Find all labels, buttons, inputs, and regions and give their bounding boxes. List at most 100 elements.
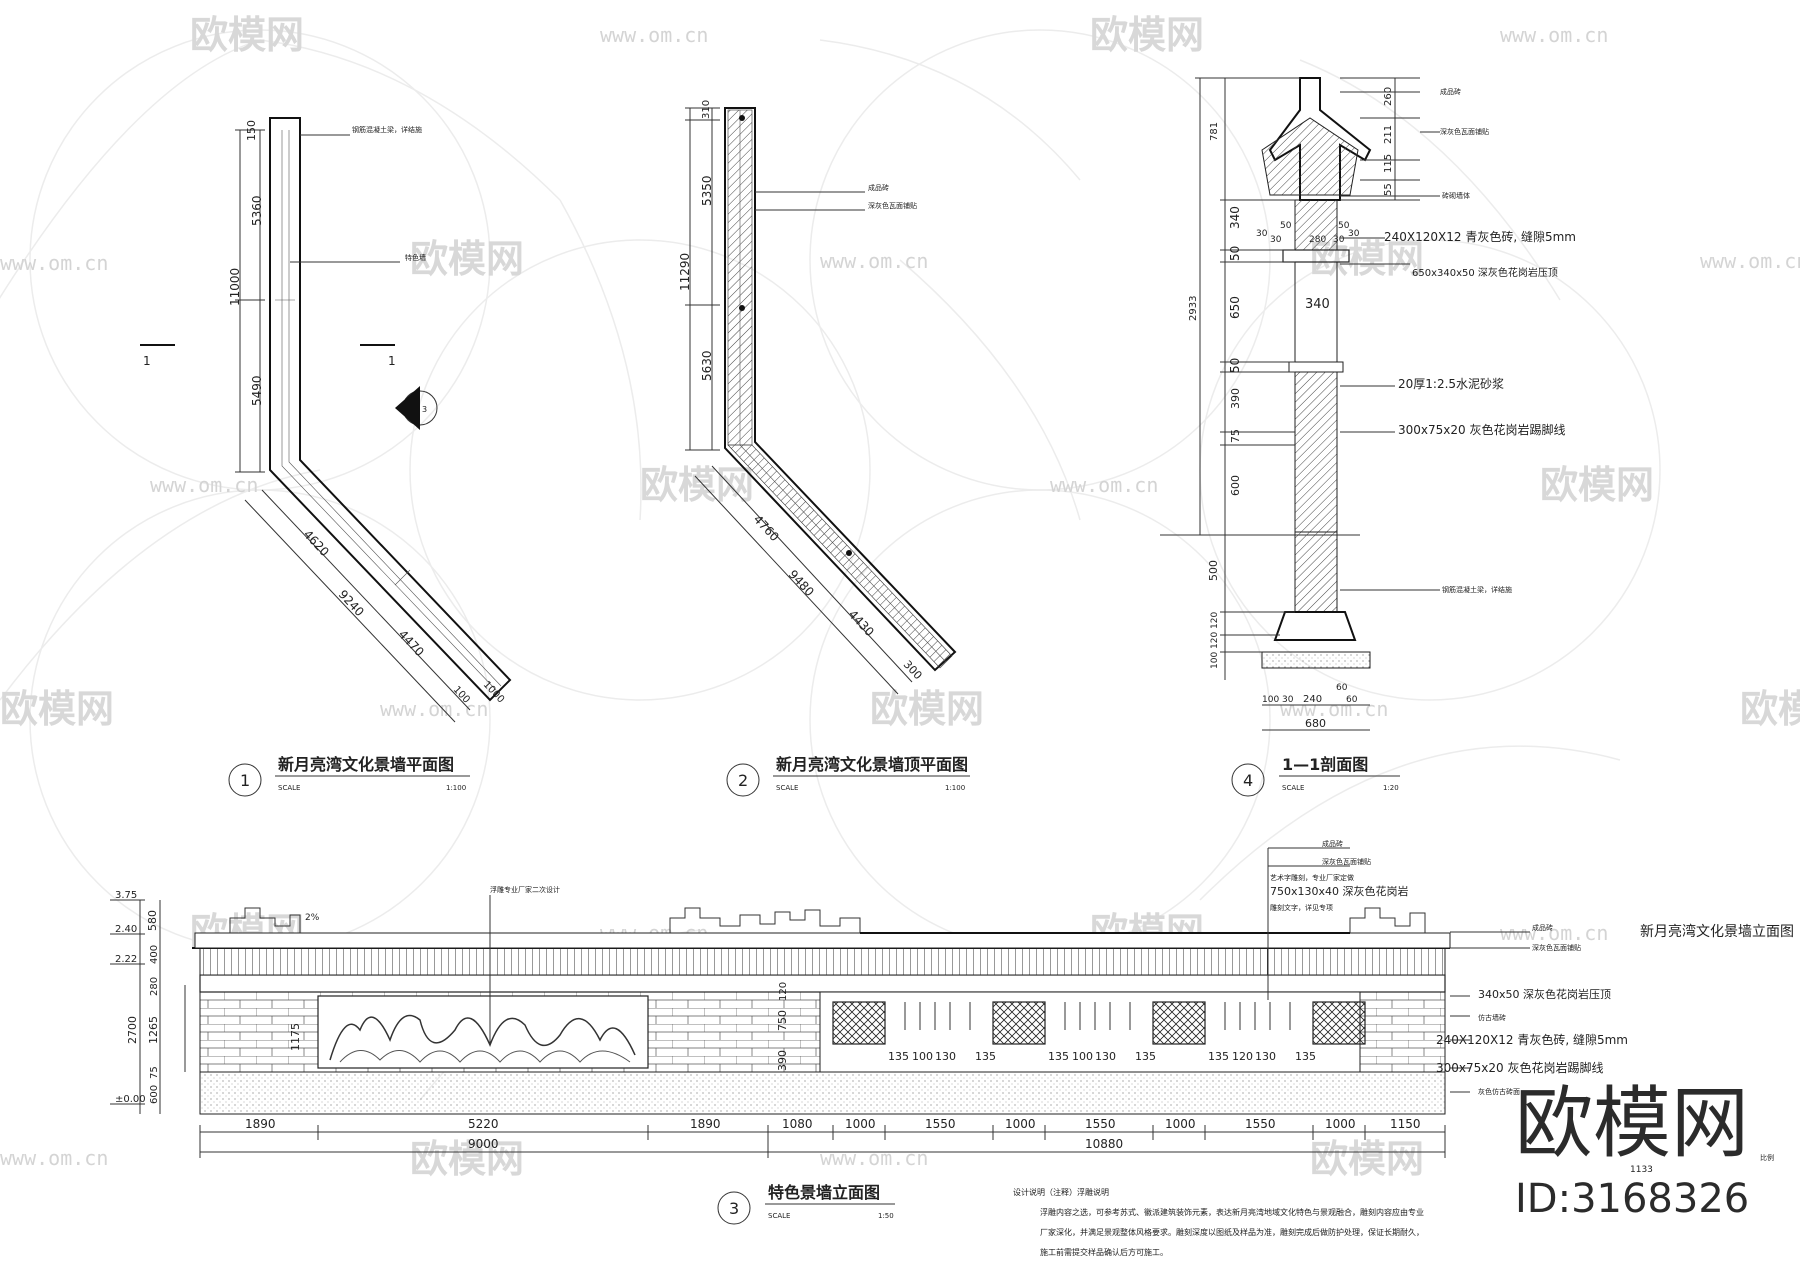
drawing-3-elevation: 135 100 130 135 135 100 130 135 135 120 … [110, 839, 1794, 1225]
watermark-url: www.om.cn [820, 249, 928, 273]
watermark-url: www.om.cn [150, 473, 258, 497]
dim-label: 50 [1228, 358, 1242, 373]
dim-label: 100 [912, 1050, 933, 1063]
scale-value: 1:100 [446, 784, 466, 792]
dim-label: 2700 [126, 1016, 139, 1044]
note-text: 深灰色瓦面铺贴 [1440, 127, 1489, 136]
drawing-number: 1 [240, 771, 250, 790]
dim-label: 500 [1207, 560, 1220, 581]
watermark-brand: 欧模网 [1090, 13, 1204, 57]
note-text: 300x75x20 灰色花岗岩踢脚线 [1398, 422, 1565, 437]
note-text: 750x130x40 深灰色花岗岩 [1270, 884, 1409, 898]
level-label: ±0.00 [115, 1094, 146, 1105]
note-text: 特色墙 [405, 253, 426, 262]
note-text: 砖砌墙体 [1442, 191, 1470, 200]
relief-note: 浮雕专业厂家二次设计 [490, 885, 560, 894]
watermark-brand: 欧模网 [0, 687, 114, 731]
note-text: 340x50 深灰色花岗岩压顶 [1478, 987, 1611, 1001]
drawing-4-section: 781 340 50 2933 650 50 390 75 600 500 12… [1160, 77, 1576, 797]
watermark-url: www.om.cn [1500, 23, 1608, 47]
dim-label: 1000 [845, 1117, 876, 1131]
scale-value: 1:100 [945, 784, 965, 792]
dim-label: 680 [1305, 717, 1326, 730]
dim-label: 1890 [245, 1117, 276, 1131]
watermark-brand: 欧模网 [410, 1137, 524, 1181]
dim-label: 11000 [228, 268, 242, 306]
notes-body: 浮雕内容之选，可参考苏式、徽派建筑装饰元素，表达新月亮湾地域文化特色与景观融合，… [1040, 1208, 1424, 1257]
dim-label: 1550 [925, 1117, 956, 1131]
watermark-url: www.om.cn [820, 1146, 928, 1170]
dim-label: 135 [888, 1050, 909, 1063]
scale-label: SCALE [768, 1212, 790, 1220]
dim-label: 130 [1095, 1050, 1116, 1063]
note-text: 650x340x50 深灰色花岗岩压顶 [1412, 266, 1558, 279]
dim-label: 100 [1072, 1050, 1093, 1063]
dim-label: 1550 [1245, 1117, 1276, 1131]
level-label: 2.22 [115, 954, 137, 965]
dim-label: 750 [776, 1010, 789, 1031]
dim-label: 1175 [289, 1023, 302, 1051]
dim-label: 60 [1336, 683, 1348, 693]
dim-label: 60 [1346, 695, 1358, 705]
dim-label: 1550 [1085, 1117, 1116, 1131]
dim-label: 50 [1280, 221, 1292, 231]
dim-label: 30 [1348, 229, 1360, 239]
watermark-url: www.om.cn [0, 251, 108, 275]
dim-label: 75 [1229, 429, 1242, 443]
drawing-title: 1—1剖面图 [1282, 755, 1368, 774]
note-text: 20厚1:2.5水泥砂浆 [1398, 376, 1504, 391]
dim-label: 280 [149, 977, 160, 996]
dim-label: 650 [1228, 296, 1242, 319]
dim-label: 50 [1338, 221, 1350, 231]
watermark-url: www.om.cn [600, 23, 708, 47]
dim-label: 5490 [250, 375, 264, 406]
dim-label: 130 [1255, 1050, 1276, 1063]
note-text: 深灰色瓦面铺贴 [1532, 943, 1581, 952]
dim-label: 1265 [147, 1016, 160, 1044]
dim-label: 5220 [468, 1117, 499, 1131]
brand-id-text: ID:3168326 [1515, 1176, 1749, 1222]
dim-label: 600 [149, 1085, 160, 1104]
dim-label: 5350 [700, 175, 714, 206]
watermark-url: www.om.cn [1280, 697, 1388, 721]
scale-value: 1:20 [1383, 784, 1399, 792]
note-text: 钢筋混凝土梁，详结施 [352, 125, 422, 134]
slope-label: 2% [305, 913, 320, 923]
note-text: 深灰色瓦面铺贴 [868, 201, 917, 210]
dim-label: 120 [1232, 1050, 1253, 1063]
dim-label: 135 [1048, 1050, 1069, 1063]
watermark-url: www.om.cn [0, 1146, 108, 1170]
scale-label: SCALE [776, 784, 798, 792]
dim-label: 400 [149, 945, 160, 964]
drawing-number: 2 [738, 771, 748, 790]
dim-label: 1000 [1005, 1117, 1036, 1131]
dim-label: 130 [935, 1050, 956, 1063]
scale-label: SCALE [278, 784, 300, 792]
dim-label: 5630 [700, 350, 714, 381]
dim-label: 1890 [690, 1117, 721, 1131]
drawing-title: 新月亮湾文化景墙顶平面图 [776, 755, 968, 774]
dim-label: 1150 [1390, 1117, 1421, 1131]
notes-title: 设计说明（注释）浮雕说明 [1013, 1187, 1109, 1197]
dim-label: 120 [1210, 632, 1220, 649]
section-mark: 1 [388, 354, 396, 368]
watermark-brand: 欧模网 [1740, 687, 1800, 731]
dim-label: 120 [1210, 612, 1220, 629]
watermark-url: www.om.cn [1500, 921, 1608, 945]
dim-label: 55 [1383, 183, 1394, 196]
note-text: 成品砖 [1532, 923, 1553, 932]
note-text: 灰色仿古砖面 [1478, 1087, 1520, 1096]
watermark-brand: 欧模网 [870, 687, 984, 731]
dim-label: 1000 [1325, 1117, 1356, 1131]
dim-label: 135 [975, 1050, 996, 1063]
note-text: 成品砖 [1322, 839, 1343, 848]
right-title: 新月亮湾文化景墙立面图 [1640, 923, 1794, 940]
dim-label: 390 [1229, 388, 1242, 409]
dim-label: 340 [1228, 206, 1242, 229]
dim-label: 120 [778, 982, 789, 1001]
direction-mark: 3 [422, 405, 427, 414]
dim-label: 150 [245, 120, 258, 141]
drawing-number: 4 [1243, 771, 1253, 790]
dim-label: 75 [149, 1066, 160, 1079]
